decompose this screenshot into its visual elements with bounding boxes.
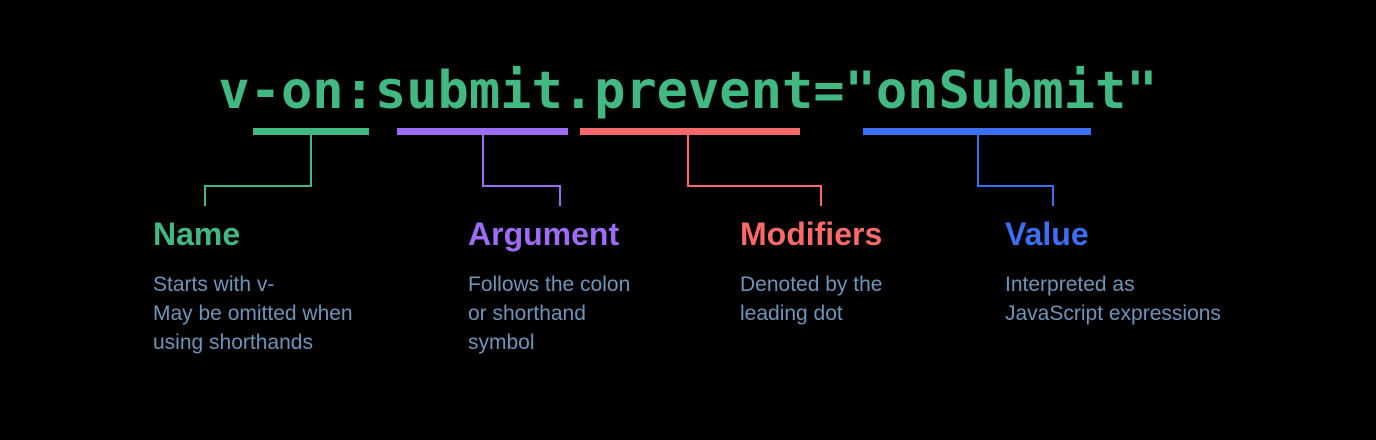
underline-bar-value — [863, 128, 1091, 135]
connector-line-argument — [482, 135, 561, 206]
label-description-argument: Follows the colon or shorthand symbol — [468, 273, 631, 354]
label-description-value: Interpreted as JavaScript expressions — [1005, 273, 1221, 325]
underline-bar-modifiers — [580, 128, 800, 135]
label-description-modifiers: Denoted by the leading dot — [740, 273, 883, 325]
label-title-name: Name — [153, 216, 241, 252]
connector-line-value — [977, 135, 1054, 206]
label-title-modifiers: Modifiers — [740, 216, 883, 252]
label-title-value: Value — [1005, 216, 1089, 252]
connector-line-name — [204, 135, 312, 206]
underline-bar-argument — [397, 128, 568, 135]
underline-bar-name — [253, 128, 369, 135]
label-title-argument: Argument — [468, 216, 620, 252]
connector-line-modifiers — [687, 135, 822, 206]
label-description-name: Starts with v- May be omitted when using… — [153, 273, 353, 354]
code-expression: v-on:submit.prevent="onSubmit" — [218, 61, 1158, 121]
